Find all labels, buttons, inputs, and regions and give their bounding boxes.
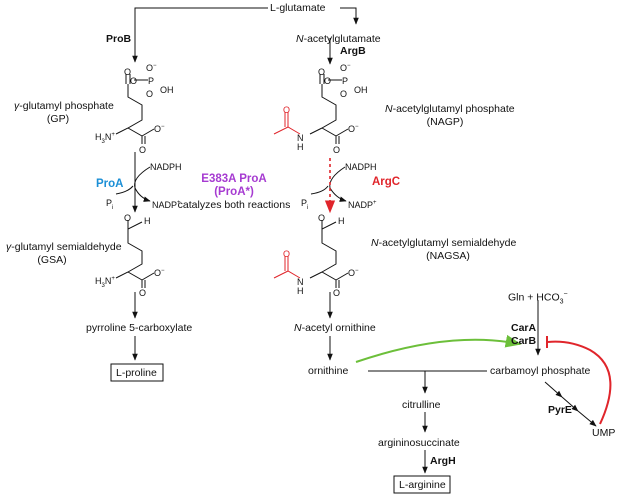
ump-label: UMP (592, 427, 616, 439)
prob-enzyme-label: ProB (106, 33, 132, 45)
gp-phosphate-oh: OH (160, 85, 174, 95)
nagp-name-label: N-acetylglutamyl phosphate (385, 103, 515, 115)
pi-right: Pi (301, 198, 309, 211)
l-arginine-label: L-arginine (399, 479, 446, 491)
gsa-carboxyl-o1: O− (154, 268, 165, 278)
argc-enzyme-label: ArgC (372, 176, 401, 188)
ump-feedback-inhibition (546, 336, 612, 425)
gp-name-label: γ-glutamyl phosphate (14, 100, 114, 112)
nagp-phosphate-o2: O (340, 89, 348, 99)
carbamoyl-phosphate-label: carbamoyl phosphate (490, 365, 591, 377)
citrulline-label: citrulline (402, 399, 441, 411)
pyre-enzyme-label: PyrE (548, 404, 572, 416)
p5c-label: pyrroline 5-carboxylate (86, 322, 193, 334)
proa-enzyme-label: ProA (96, 178, 124, 190)
gp-phosphate-o1: O− (146, 63, 157, 73)
nagsa-abbr-label: (NAGSA) (426, 250, 470, 262)
carb-enzyme-label: CarB (511, 335, 537, 347)
nagsa-acetyl-group (273, 256, 301, 279)
nagsa-aldehyde-o: O (318, 213, 326, 223)
nagp-acetyl-o: O (283, 105, 291, 115)
gsa-abbr-label: (GSA) (37, 254, 67, 266)
cara-enzyme-label: CarA (511, 322, 537, 334)
nagp-acetyl-group (273, 112, 301, 135)
mutant-note: catalyzes both reactions (177, 199, 291, 211)
nagp-carboxyl-o1: O− (348, 124, 359, 134)
nagsa-acetyl-o: O (283, 249, 291, 259)
nagp-abbr-label: (NAGP) (426, 116, 464, 128)
nagp-structure (309, 74, 349, 144)
gp-amine: H3N+ (95, 132, 115, 145)
ornithine-activation-arrow (355, 334, 522, 363)
nagsa-amide-n: N (297, 277, 304, 287)
argininosuccinate-label: argininosuccinate (378, 437, 460, 449)
nagp-phosphate-o1: O− (340, 63, 351, 73)
mutant-proa-label: E383A ProA (201, 173, 267, 185)
l-glutamate-label: L-glutamate (270, 2, 326, 14)
argh-enzyme-label: ArgH (430, 455, 456, 467)
nagsa-structure (309, 220, 349, 288)
glutamate-branch-arrows (132, 7, 359, 63)
nagp-carboxyl-o2: O (333, 145, 341, 155)
gsa-name-label: γ-glutamyl semialdehyde (6, 241, 122, 253)
argb-enzyme-label: ArgB (340, 45, 366, 57)
ornithine-label: ornithine (308, 365, 349, 377)
pyre-steps-arrows (544, 381, 597, 427)
nagp-phosphate-oh: OH (354, 85, 368, 95)
urea-branch-lines (368, 300, 541, 474)
nadp-right: NADP+ (348, 200, 377, 210)
gp-carboxyl-o1: O− (154, 124, 165, 134)
nagp-phosphorus: P (342, 76, 349, 86)
nagsa-amide-h: H (297, 286, 304, 296)
nadp-left: NADP+ (152, 200, 181, 210)
gsa-amine: H3N+ (95, 276, 115, 289)
nagp-amide-h: H (297, 142, 304, 152)
gsa-structure (115, 220, 155, 288)
nagp-bridge-o: O (324, 76, 332, 86)
gp-structure (115, 74, 155, 144)
pi-left: Pi (106, 198, 114, 211)
gsa-carboxyl-o2: O (139, 288, 147, 298)
nagsa-carboxyl-o1: O− (348, 268, 359, 278)
gp-carboxyl-o2: O (139, 145, 147, 155)
nagsa-aldehyde-h: H (338, 216, 345, 226)
proline-pathway-arrows (115, 152, 151, 361)
nagp-carbonyl-o: O (318, 67, 326, 77)
arginine-box (393, 475, 451, 494)
gp-phosphorus: P (148, 76, 155, 86)
gp-phosphate-o2: O (146, 89, 154, 99)
gsa-aldehyde-h: H (144, 216, 151, 226)
gsa-aldehyde-o: O (124, 213, 132, 223)
gp-bridge-o: O (130, 76, 138, 86)
n-acetylglutamate-label: N-acetylglutamate (296, 33, 381, 45)
gp-carbonyl-o: O (124, 67, 132, 77)
nadph-left: NADPH (150, 162, 182, 172)
arginine-pathway-arrows (310, 38, 347, 361)
mutant-proa-alias: (ProA*) (214, 186, 254, 198)
nagsa-carboxyl-o2: O (333, 288, 341, 298)
l-proline-label: L-proline (116, 367, 157, 379)
n-acetyl-ornithine-label: N-acetyl ornithine (294, 322, 376, 334)
nadph-right: NADPH (345, 162, 377, 172)
nagsa-name-label: N-acetylglutamyl semialdehyde (371, 237, 517, 249)
nagp-amide-n: N (297, 133, 304, 143)
gp-abbr-label: (GP) (46, 113, 70, 125)
proline-box (110, 363, 164, 382)
gln-hco3-label: Gln + HCO3− (508, 291, 568, 306)
